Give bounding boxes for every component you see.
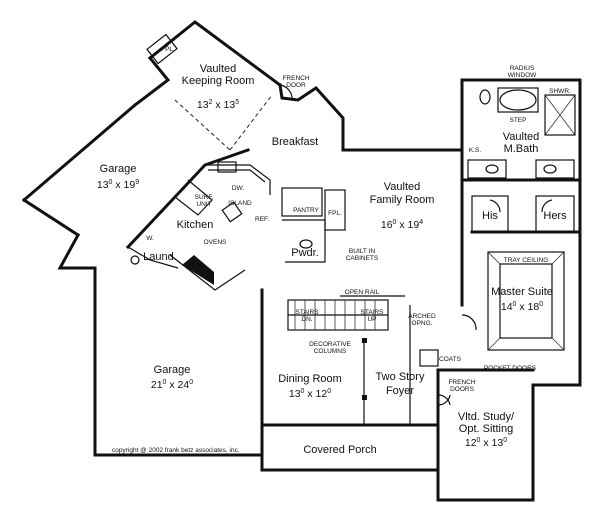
washer: [130, 255, 140, 265]
surf-unit-label: SURF.UNIT: [195, 194, 214, 208]
french-door-arc: [279, 84, 293, 101]
his-label: His: [482, 210, 498, 222]
copyright-text: copyright @ 2002 frank betz associates, …: [112, 447, 240, 454]
pocket-doors-label: POCKET DOORS: [484, 365, 537, 372]
laundry-wall: [127, 246, 179, 269]
keeping-room-wall: [147, 20, 283, 88]
hers-closet: [535, 195, 575, 233]
dw-label: DW.: [232, 185, 244, 192]
laundry-label: Laund.: [143, 251, 177, 263]
vanity-right: [535, 159, 575, 179]
step-label: STEP: [510, 117, 527, 124]
small-garage-dim: 130 x 199: [97, 179, 139, 191]
his-closet: [471, 195, 509, 233]
dining-room-dim: 130 x 120: [289, 388, 331, 400]
kitchen-counter: [205, 164, 271, 195]
master-suite-label: Master Suite: [491, 286, 553, 298]
island-block: [221, 201, 243, 223]
vanity-left: [467, 159, 507, 179]
island-outline: [174, 179, 213, 216]
small-garage-top-wall: [21, 102, 138, 203]
powder-label: Pwdr.: [291, 247, 319, 259]
fpl-family-label: FPL.: [328, 210, 342, 217]
keeping-room-west-wall: [132, 55, 171, 108]
family-room-dim: 160 x 194: [381, 219, 423, 231]
sink: [217, 161, 237, 173]
coats-label: COATS: [439, 356, 462, 363]
tray-ceiling-outer: [487, 251, 565, 351]
covered-porch-label: Covered Porch: [303, 444, 376, 456]
dining-room-label: Dining Room: [278, 373, 342, 385]
tray-ceiling-label: TRAY CEILING: [504, 257, 549, 264]
breakfast-label: Breakfast: [272, 136, 318, 148]
study-label: Vltd. Study/Opt. Sitting: [458, 411, 515, 435]
kitchen-south-counter: [169, 254, 246, 291]
tray-ceiling-inner: [499, 263, 553, 339]
keeping-room-dim: 132 x 135: [197, 99, 239, 111]
large-garage-west-notch: [57, 232, 97, 270]
wd-label: W.: [146, 235, 154, 242]
shower: [544, 94, 576, 136]
ovens-fill: [182, 255, 214, 285]
wc: [479, 89, 491, 105]
tub: [499, 89, 537, 111]
tub-surround: [497, 87, 539, 113]
breakfast-bay-wall: [278, 83, 345, 150]
keeping-fireplace: [146, 33, 178, 65]
hers-label: Hers: [543, 210, 567, 222]
large-garage-dim: 210 x 240: [151, 379, 193, 391]
powder-walls: [282, 219, 326, 263]
master-suite-dim: 140 x 180: [501, 301, 543, 313]
ovens-label: OVENS: [204, 239, 227, 246]
study-wall: [436, 368, 535, 502]
coats-closet: [419, 349, 439, 367]
small-garage-west-wall: [21, 197, 81, 238]
shower-label: SHWR.: [549, 88, 571, 95]
ks-label: K.S.: [469, 147, 481, 154]
toilet: [299, 239, 313, 249]
column: [362, 338, 367, 343]
kitchen-label: Kitchen: [177, 219, 214, 231]
large-garage-label: Garage: [154, 364, 191, 376]
walls: [21, 20, 582, 502]
open-rail-label: OPEN RAIL: [345, 289, 380, 296]
large-garage-wall: [93, 266, 264, 457]
small-garage-label: Garage: [100, 163, 137, 175]
ref-label: REF.: [255, 216, 269, 223]
study-dim: 120 x 130: [465, 437, 507, 449]
pantry-box: [281, 187, 323, 217]
fpl-keeping-label: FPL.: [161, 46, 175, 53]
kitchen-counter-inner: [208, 169, 266, 183]
fireplace-box: [324, 189, 346, 231]
island-label: ISLAND: [228, 200, 252, 207]
interior-lines: [94, 33, 581, 501]
pantry-label: PANTRY: [293, 207, 319, 214]
